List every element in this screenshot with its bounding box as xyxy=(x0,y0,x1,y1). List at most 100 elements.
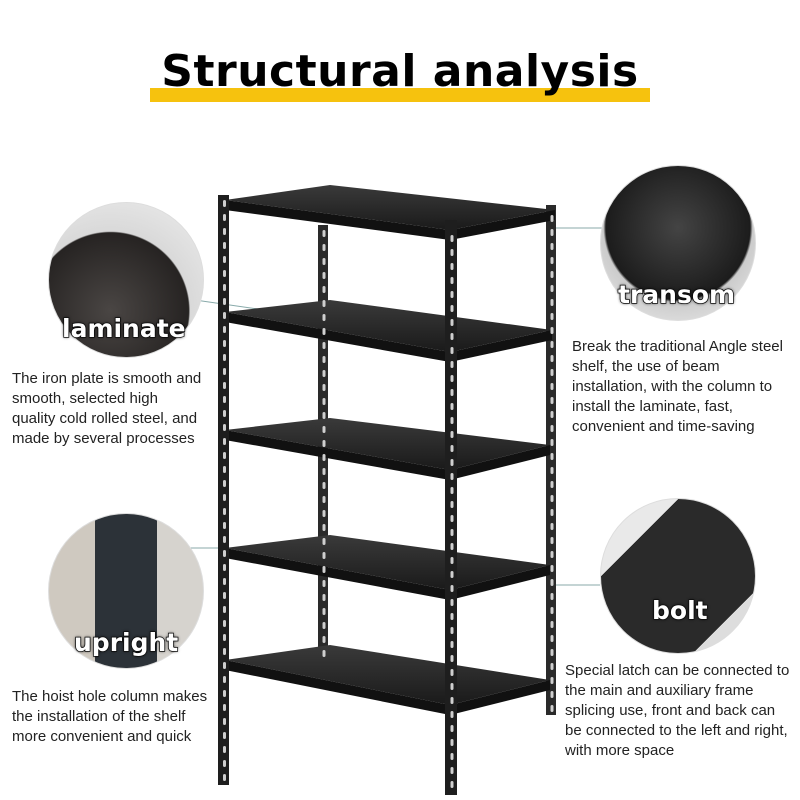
upright-hole xyxy=(450,627,454,634)
upright-hole xyxy=(550,607,554,614)
upright-hole xyxy=(550,397,554,404)
upright-hole xyxy=(223,480,226,487)
upright-hole xyxy=(550,299,554,306)
upright-hole xyxy=(322,300,326,307)
upright-hole xyxy=(223,592,226,599)
upright-hole xyxy=(223,648,226,655)
upright-hole xyxy=(450,753,454,760)
upright-hole xyxy=(223,578,226,585)
upright-hole xyxy=(450,697,454,704)
upright-hole xyxy=(322,468,326,475)
upright-hole xyxy=(550,621,554,628)
upright-hole xyxy=(550,243,554,250)
upright-hole xyxy=(322,580,326,587)
upright-hole xyxy=(550,705,554,712)
upright-hole xyxy=(450,459,454,466)
upright-hole xyxy=(550,453,554,460)
upright-hole xyxy=(223,732,226,739)
upright-hole xyxy=(322,510,326,517)
upright-hole xyxy=(450,739,454,746)
upright-hole xyxy=(223,340,226,347)
upright-hole xyxy=(450,235,454,242)
upright-hole xyxy=(223,228,226,235)
upright-hole xyxy=(322,244,326,251)
upright-hole xyxy=(450,781,454,788)
upright-hole xyxy=(450,319,454,326)
upright-hole xyxy=(223,354,226,361)
front-upright-left xyxy=(218,195,229,785)
upright-hole xyxy=(322,524,326,531)
upright-hole xyxy=(450,417,454,424)
upright-hole xyxy=(322,412,326,419)
upright-hole xyxy=(223,382,226,389)
upright-hole xyxy=(322,608,326,615)
upright-hole xyxy=(322,650,326,657)
upright-hole xyxy=(450,473,454,480)
upright-hole xyxy=(450,585,454,592)
upright-hole xyxy=(450,361,454,368)
upright-hole xyxy=(550,383,554,390)
upright-hole xyxy=(223,704,226,711)
upright-hole xyxy=(550,467,554,474)
back-upright-right xyxy=(546,205,556,715)
upright-hole xyxy=(550,579,554,586)
upright-hole xyxy=(322,342,326,349)
feature-label-transom: transom xyxy=(617,279,736,310)
upright-hole xyxy=(450,403,454,410)
upright-hole xyxy=(223,452,226,459)
upright-hole xyxy=(223,298,226,305)
upright-hole xyxy=(322,426,326,433)
upright-hole xyxy=(223,550,226,557)
upright-hole xyxy=(322,594,326,601)
upright-hole xyxy=(223,438,226,445)
upright-hole xyxy=(322,482,326,489)
laminate-detail-image xyxy=(48,202,204,358)
upright-hole xyxy=(450,515,454,522)
upright-hole xyxy=(450,571,454,578)
upright-hole xyxy=(322,636,326,643)
upright-hole xyxy=(550,355,554,362)
feature-label-upright: upright xyxy=(73,627,179,658)
feature-description-laminate: The iron plate is smooth and smooth, sel… xyxy=(12,370,202,447)
upright-hole xyxy=(322,230,326,237)
upright-hole xyxy=(223,522,226,529)
upright-hole xyxy=(550,677,554,684)
upright-hole xyxy=(450,487,454,494)
upright-hole xyxy=(450,445,454,452)
upright-hole xyxy=(450,641,454,648)
upright-hole xyxy=(223,564,226,571)
upright-hole xyxy=(223,466,226,473)
upright-hole xyxy=(550,439,554,446)
upright-hole xyxy=(223,746,226,753)
upright-hole xyxy=(223,326,226,333)
upright-hole xyxy=(223,270,226,277)
upright-hole xyxy=(550,495,554,502)
upright-hole xyxy=(450,333,454,340)
feature-label-laminate: laminate xyxy=(61,313,186,344)
upright-hole xyxy=(322,258,326,265)
upright-hole xyxy=(322,566,326,573)
upright-hole xyxy=(322,622,326,629)
upright-hole xyxy=(223,760,226,767)
upright-hole xyxy=(223,690,226,697)
feature-description-transom: Break the traditional Angle steel shelf,… xyxy=(572,338,783,435)
upright-hole xyxy=(322,454,326,461)
upright-hole xyxy=(223,424,226,431)
upright-hole xyxy=(450,725,454,732)
title-highlight-bar xyxy=(150,88,650,102)
upright-hole xyxy=(450,249,454,256)
upright-hole xyxy=(450,683,454,690)
upright-hole xyxy=(550,341,554,348)
upright-hole xyxy=(550,229,554,236)
upright-detail-image xyxy=(48,513,204,669)
upright-hole xyxy=(550,523,554,530)
upright-hole xyxy=(450,389,454,396)
upright-hole xyxy=(223,214,226,221)
upright-hole xyxy=(223,368,226,375)
upright-hole xyxy=(450,263,454,270)
upright-hole xyxy=(450,655,454,662)
upright-hole xyxy=(550,481,554,488)
upright-hole xyxy=(322,398,326,405)
upright-hole xyxy=(223,494,226,501)
upright-hole xyxy=(450,613,454,620)
